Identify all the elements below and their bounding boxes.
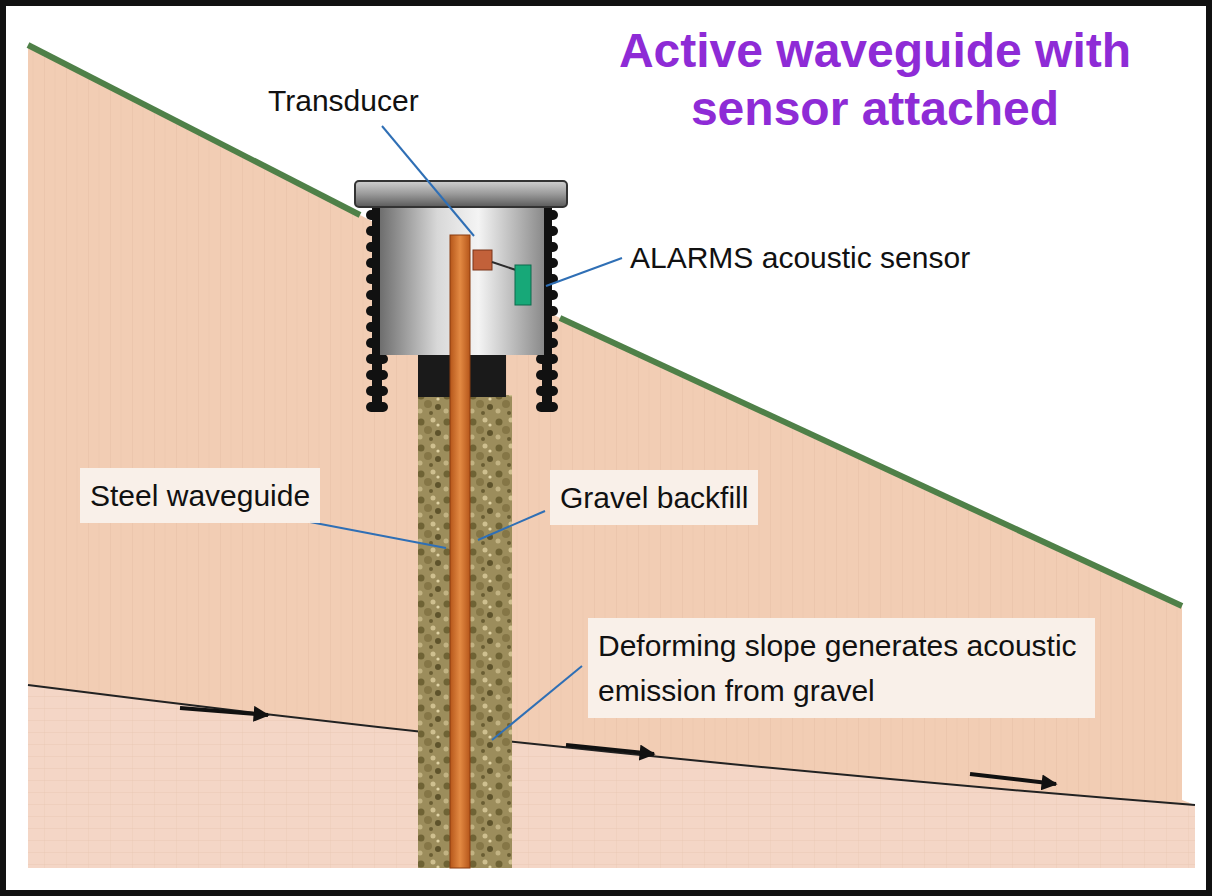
steel-waveguide [450, 235, 470, 868]
frame [3, 3, 1209, 893]
ground-surface [560, 318, 1182, 606]
thread [536, 402, 558, 412]
ground-grid [28, 45, 1195, 868]
motion-arrow [180, 708, 268, 715]
label-text: Deforming slope generates acoustic emiss… [598, 623, 1085, 713]
label-text: Steel waveguide [90, 473, 310, 518]
part-label: Transducer [268, 82, 419, 120]
motion-arrow [566, 745, 654, 754]
ground-surface [28, 45, 360, 215]
thread [366, 370, 388, 380]
thread [366, 386, 388, 396]
leader-line [382, 126, 474, 236]
label-box: Steel waveguide [80, 468, 320, 523]
leader-line [492, 666, 582, 740]
wire [492, 262, 516, 270]
transducer [473, 250, 492, 270]
housing-cap [355, 181, 567, 207]
leader-line [478, 511, 545, 540]
thread [536, 386, 558, 396]
thread [536, 354, 558, 364]
ground [28, 45, 1195, 868]
title: Active waveguide with sensor attached [560, 22, 1190, 138]
motion-arrow [970, 774, 1056, 784]
thread [366, 402, 388, 412]
thread [536, 370, 558, 380]
label-text: Gravel backfill [560, 475, 748, 520]
leader-line [310, 522, 446, 548]
leader-line [546, 258, 622, 286]
label-box: Deforming slope generates acoustic emiss… [588, 618, 1095, 718]
thread [366, 354, 388, 364]
part-label: ALARMS acoustic sensor [630, 239, 970, 277]
acoustic-sensor [515, 265, 531, 305]
label-box: Gravel backfill [550, 470, 758, 525]
